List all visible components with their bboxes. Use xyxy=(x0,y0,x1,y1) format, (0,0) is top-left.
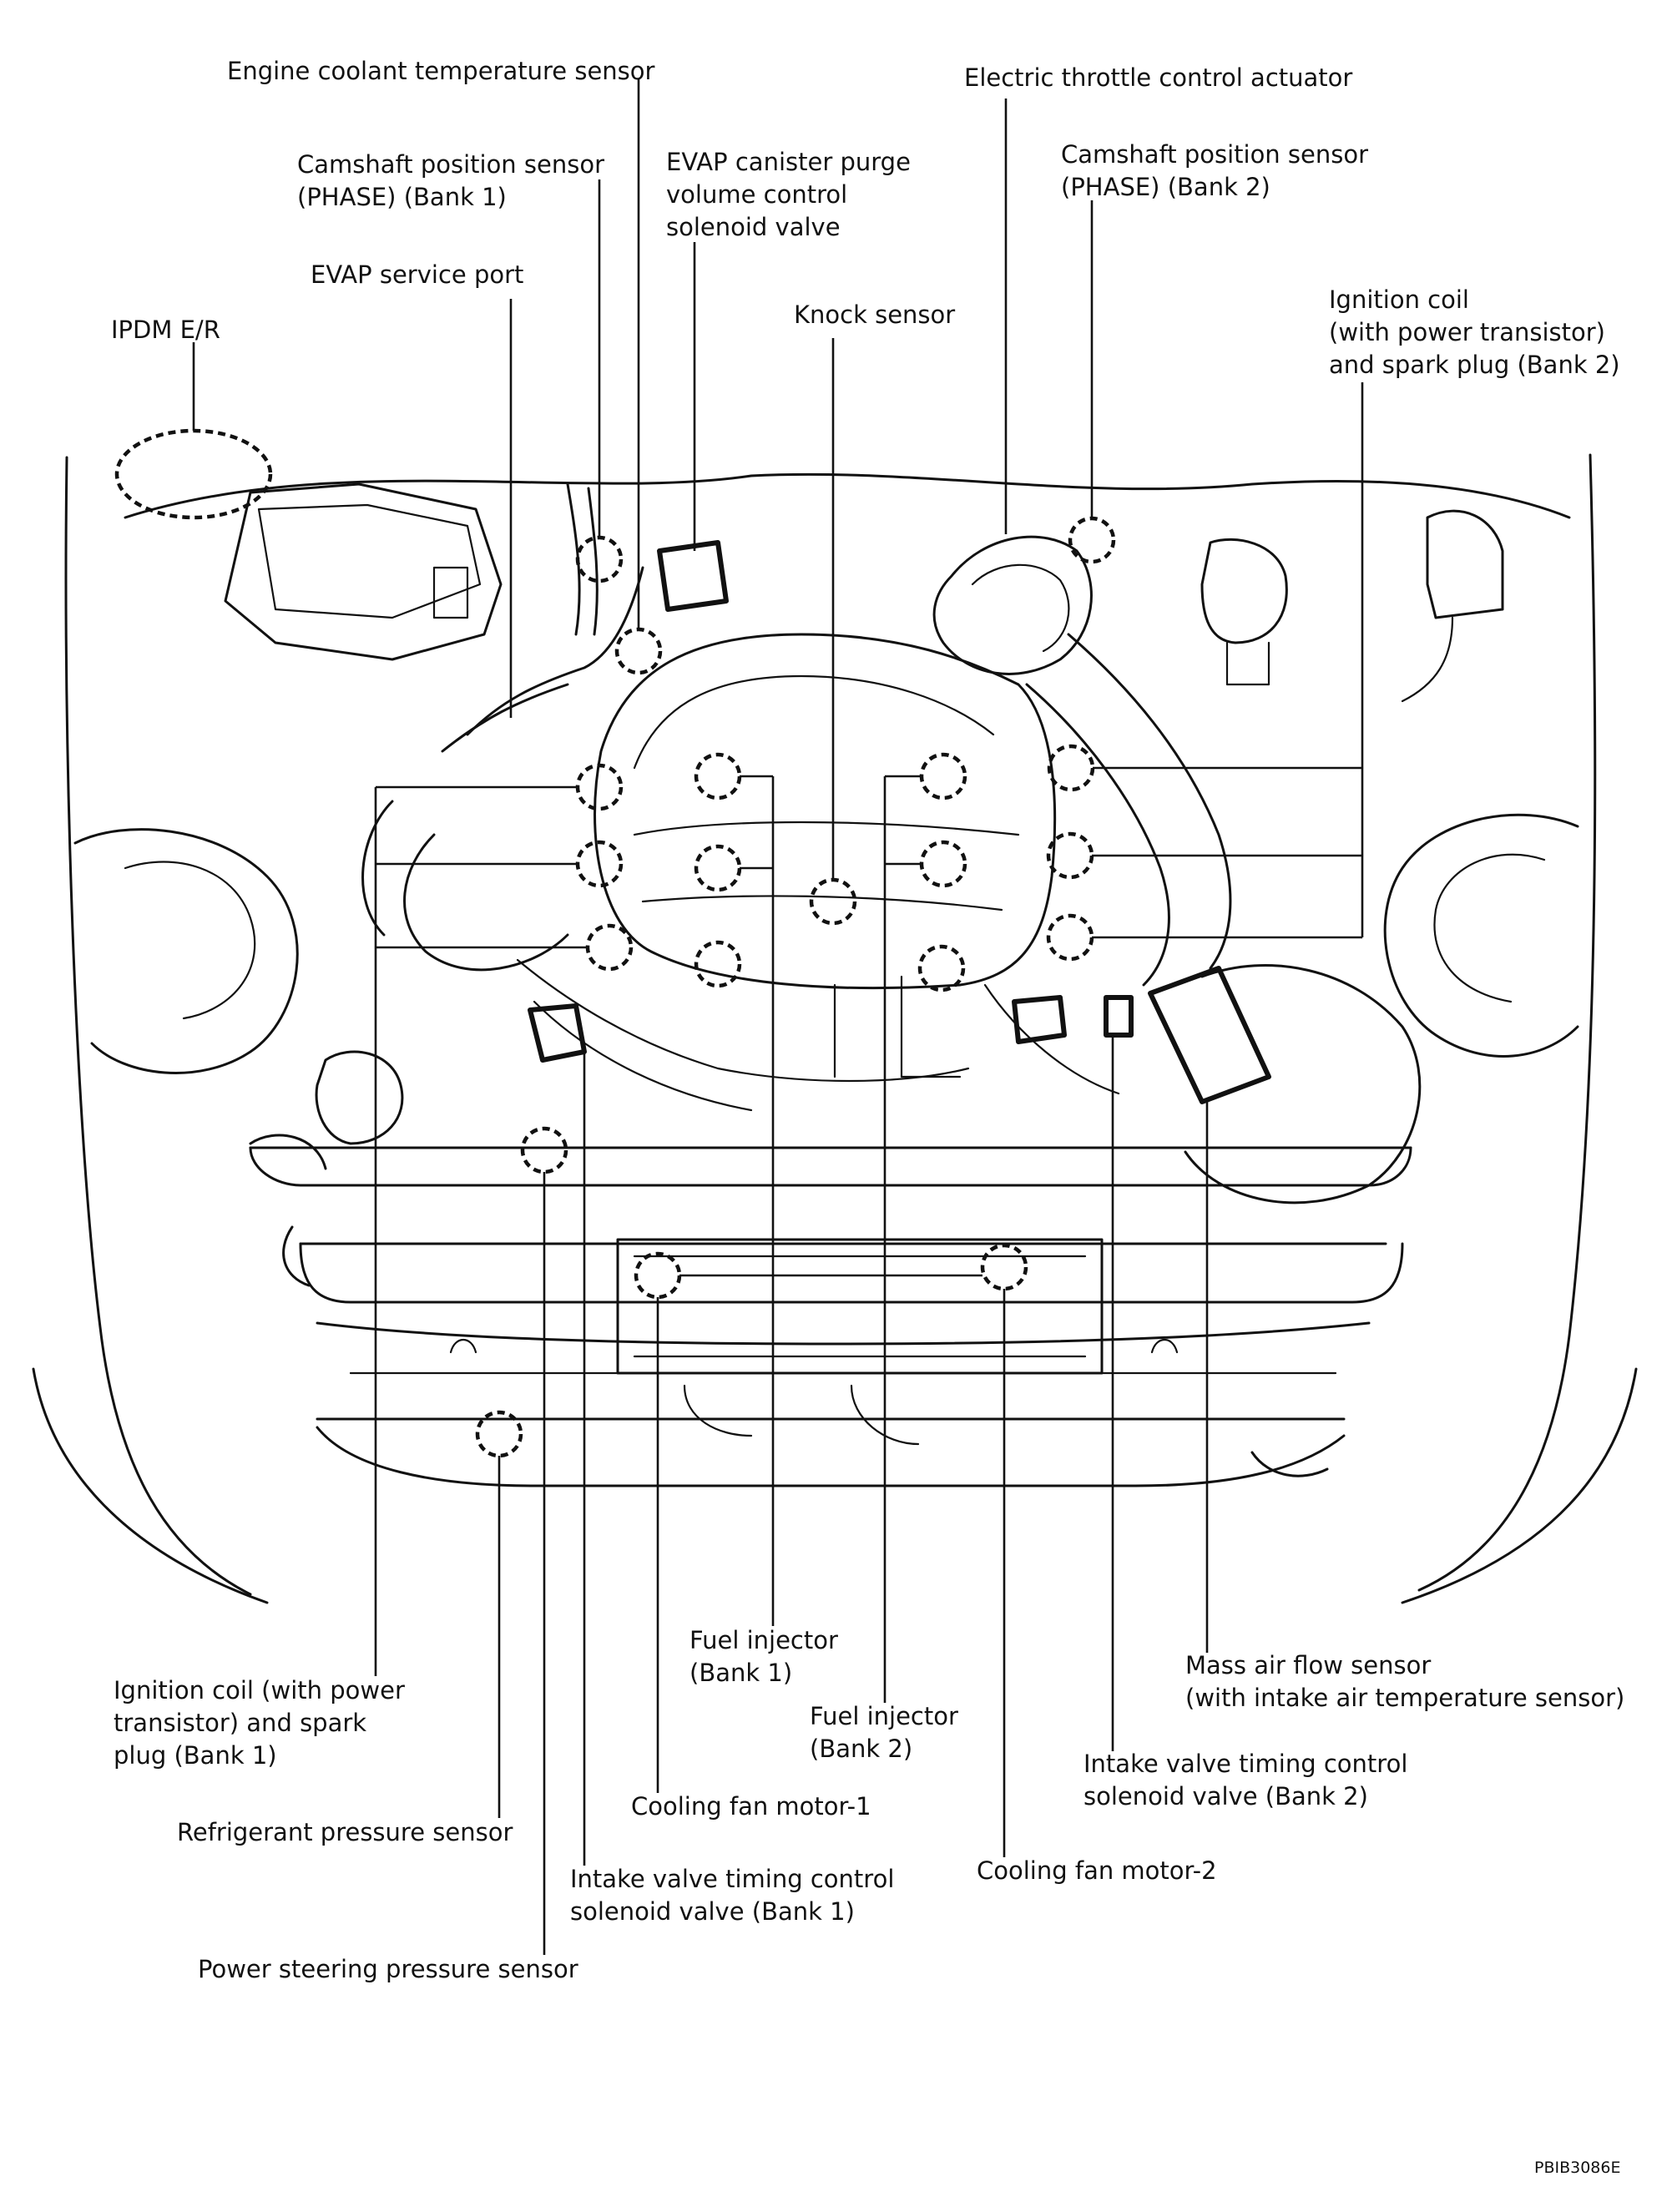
label-electric-throttle-control-actuator: Electric throttle control actuator xyxy=(964,63,1353,92)
label-intake-valve-timing-bank2: Intake valve timing control solenoid val… xyxy=(1083,1750,1408,1811)
fuel-injector-bank1-circle-1 xyxy=(694,752,742,800)
leader-lines xyxy=(192,79,1364,1955)
power-steering-circle xyxy=(520,1126,568,1174)
label-intake-valve-timing-bank1: Intake valve timing control solenoid val… xyxy=(570,1865,895,1926)
ignition-bank2-circle-3 xyxy=(1046,913,1094,962)
label-cooling-fan-motor-1: Cooling fan motor-1 xyxy=(631,1792,871,1821)
label-ignition-coil-bank2: Ignition coil (with power transistor) an… xyxy=(1329,285,1620,379)
label-cooling-fan-motor-2: Cooling fan motor-2 xyxy=(977,1856,1217,1885)
figure-code: PBIB3086E xyxy=(1534,2159,1621,2177)
ignition-bank1-circle-3 xyxy=(585,923,634,972)
label-evap-service-port: EVAP service port xyxy=(311,260,524,289)
label-refrigerant-pressure-sensor: Refrigerant pressure sensor xyxy=(177,1818,513,1846)
cmp-bank1-callout-circle xyxy=(575,535,624,583)
fuel-injector-bank2-circle-3 xyxy=(917,944,966,992)
engine-bay-outline xyxy=(32,453,1638,1604)
fuel-injector-bank2-circle-1 xyxy=(919,752,967,800)
knock-sensor-circle xyxy=(809,877,857,926)
label-engine-coolant-temperature-sensor: Engine coolant temperature sensor xyxy=(227,57,655,85)
label-ignition-coil-bank1: Ignition coil (with power transistor) an… xyxy=(114,1676,405,1770)
label-camshaft-position-sensor-bank1: Camshaft position sensor (PHASE) (Bank 1… xyxy=(297,150,605,211)
ignition-bank2-circle-1 xyxy=(1047,744,1095,792)
label-ipdm-er: IPDM E/R xyxy=(111,316,220,344)
cmp-bank2-callout-circle xyxy=(1068,516,1116,564)
label-power-steering-pressure-sensor: Power steering pressure sensor xyxy=(198,1955,578,1983)
label-knock-sensor: Knock sensor xyxy=(794,300,956,329)
fuel-injector-bank1-circle-3 xyxy=(694,940,742,988)
ect-sensor-callout-circle xyxy=(614,627,663,675)
ignition-bank1-circle-1 xyxy=(575,763,624,811)
label-fuel-injector-bank2: Fuel injector (Bank 2) xyxy=(810,1702,958,1763)
fuel-injector-bank2-circle-2 xyxy=(919,840,967,888)
label-fuel-injector-bank1: Fuel injector (Bank 1) xyxy=(689,1626,838,1687)
ipdm-callout-circle xyxy=(114,428,273,520)
label-mass-air-flow-sensor: Mass air flow sensor (with intake air te… xyxy=(1185,1651,1625,1712)
fuel-injector-bank1-circle-2 xyxy=(694,844,742,892)
label-evap-canister-purge-valve: EVAP canister purge volume control solen… xyxy=(666,148,911,241)
refrigerant-pressure-circle xyxy=(475,1410,523,1458)
cooling-fan-2-circle xyxy=(980,1243,1028,1291)
label-camshaft-position-sensor-bank2: Camshaft position sensor (PHASE) (Bank 2… xyxy=(1061,140,1369,201)
cooling-fan-1-circle xyxy=(634,1251,682,1300)
